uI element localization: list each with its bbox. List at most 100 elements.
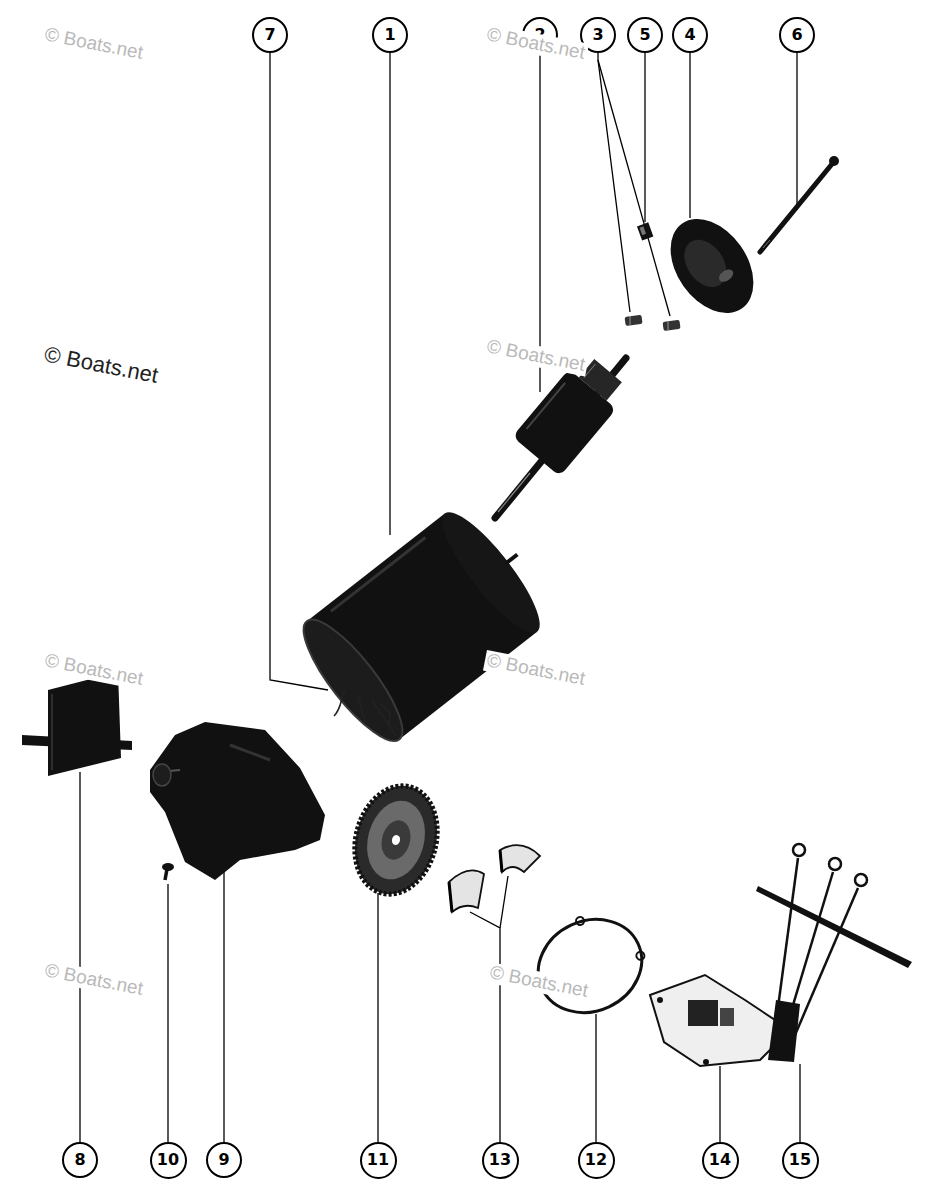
terminal-post	[640, 226, 646, 235]
motor-frame	[290, 608, 417, 753]
screw	[162, 863, 174, 880]
leader-lines	[796, 53, 797, 210]
callout-number: 10	[157, 1152, 179, 1168]
callout-circle: 11	[360, 1142, 397, 1179]
motor-frame	[290, 494, 563, 753]
field-leads	[334, 690, 396, 736]
callout-number: 6	[791, 27, 802, 43]
callout-number: 12	[585, 1152, 607, 1168]
callout-number: 14	[709, 1152, 731, 1168]
cover-plate	[703, 1059, 709, 1065]
clutch-shoes	[449, 845, 540, 912]
callout-circle: 9	[206, 1142, 242, 1178]
through-bolt	[760, 156, 839, 252]
armature	[495, 351, 632, 518]
drive-gear	[343, 777, 449, 904]
leader-lines	[223, 865, 224, 1142]
terminal-post	[637, 222, 653, 240]
leader-lines	[719, 1066, 720, 1142]
gasket	[635, 950, 646, 961]
through-bolt	[760, 164, 832, 252]
through-bolt	[763, 240, 770, 248]
leader-lines	[167, 884, 168, 1142]
brushes	[663, 320, 681, 331]
gasket	[519, 899, 658, 1031]
cover-plate	[688, 1000, 718, 1026]
callout-number: 1	[384, 27, 395, 43]
callout-circle: 8	[62, 1142, 98, 1178]
screw	[165, 869, 167, 880]
callout-circle: 10	[150, 1142, 187, 1179]
callout-circle: 6	[779, 17, 815, 53]
callout-number: 7	[264, 27, 275, 43]
gear-housing	[230, 745, 270, 760]
callout-circle: 12	[578, 1142, 615, 1179]
cover-plate	[657, 997, 663, 1003]
leader-lines	[598, 53, 630, 312]
lead-wires	[768, 1000, 800, 1062]
motor-frame	[331, 537, 426, 611]
leader-lines	[799, 1064, 800, 1142]
brushes	[630, 316, 631, 325]
drive-gear	[359, 794, 434, 886]
gasket	[575, 916, 586, 927]
callout-circle: 1	[372, 17, 408, 53]
callout-number: 4	[684, 27, 695, 43]
callout-circle: 5	[627, 17, 663, 53]
mounting-bracket	[22, 672, 132, 776]
lead-wires	[855, 874, 867, 886]
watermark: © Boats.net	[41, 24, 147, 64]
leader-lines	[500, 876, 508, 928]
leader-lines	[689, 53, 690, 218]
leader-lines	[598, 60, 670, 316]
armature	[495, 358, 626, 518]
callout-number: 8	[74, 1152, 85, 1168]
brushes	[625, 315, 643, 326]
callout-circle: 15	[782, 1142, 819, 1179]
gear-housing	[150, 722, 325, 880]
lead-wires	[829, 858, 841, 870]
callout-circle: 7	[252, 17, 288, 53]
through-bolt	[829, 156, 839, 166]
leader-lines	[595, 1014, 596, 1142]
callout-number: 3	[592, 27, 603, 43]
motor-frame	[307, 513, 537, 739]
motor-frame	[429, 501, 553, 644]
callout-circle: 14	[702, 1142, 739, 1179]
callout-number: 5	[639, 27, 650, 43]
clutch-shoes	[449, 882, 452, 912]
callout-number: 15	[789, 1152, 811, 1168]
gasket	[523, 903, 657, 1029]
leader-lines	[470, 912, 500, 1142]
leader-lines	[539, 53, 540, 392]
end-cap	[717, 267, 736, 284]
mounting-bracket	[48, 672, 121, 776]
field-leads	[334, 690, 345, 716]
cover-plate	[650, 975, 790, 1066]
clutch-shoes	[449, 870, 484, 912]
clutch-shoes	[500, 845, 540, 872]
callout-number: 11	[367, 1152, 389, 1168]
lead-wires	[793, 844, 805, 856]
leader-lines	[377, 893, 378, 1142]
leader-lines	[644, 53, 645, 222]
cover-plate	[720, 1008, 734, 1026]
end-cap	[676, 232, 735, 295]
cover-plate	[650, 975, 790, 1066]
motor-frame	[290, 494, 563, 753]
lead-wires	[756, 886, 912, 968]
callout-number: 13	[489, 1152, 511, 1168]
brushes	[625, 315, 681, 331]
mounting-bracket	[51, 694, 52, 770]
callout-number: 9	[218, 1152, 229, 1168]
watermark: © Boats.net	[483, 336, 589, 376]
clutch-shoes	[500, 850, 502, 872]
watermark: © Boats.net	[40, 342, 162, 389]
drive-gear	[391, 834, 401, 846]
motor-frame	[506, 554, 517, 563]
terminal-post	[637, 222, 653, 240]
watermark: © Boats.net	[41, 960, 147, 1000]
